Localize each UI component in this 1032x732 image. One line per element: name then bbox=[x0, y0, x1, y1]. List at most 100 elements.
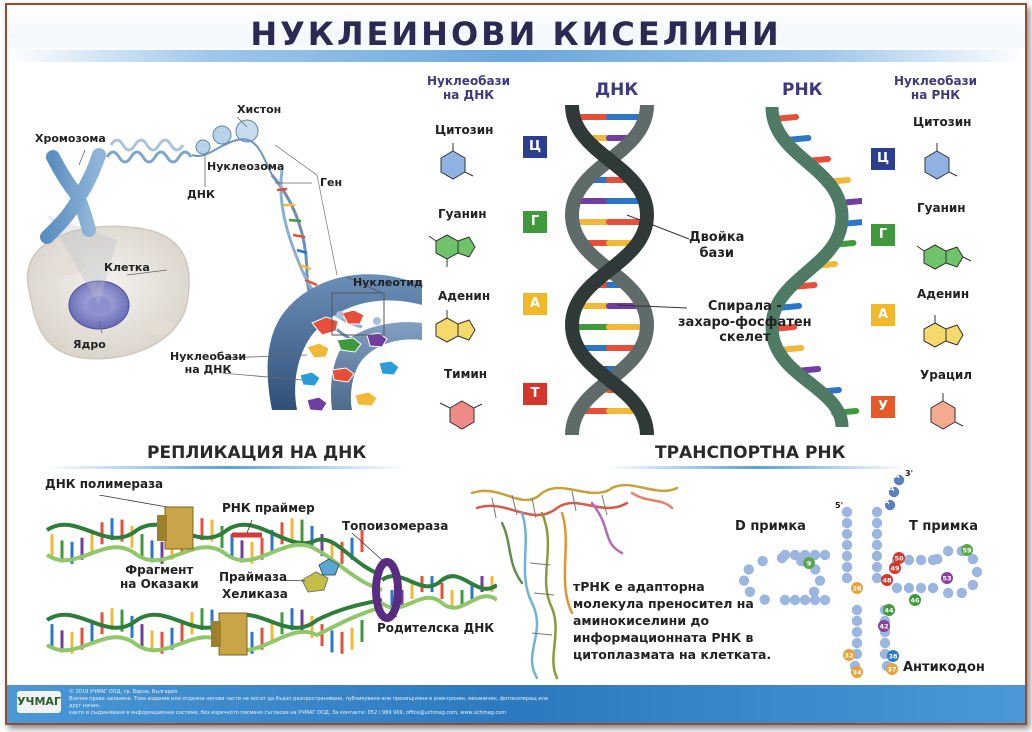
label-okazaki: Фрагмент на Оказаки bbox=[120, 563, 199, 592]
adenine-structure-dna bbox=[435, 310, 476, 343]
trna-nucleotide-bead bbox=[789, 594, 801, 606]
replication-title-line bbox=[47, 466, 407, 469]
label-dna-helix: ДНК bbox=[595, 80, 639, 100]
trna-acc-c1: Ц bbox=[883, 497, 890, 505]
label-histone: Хистон bbox=[237, 103, 282, 116]
trna-acc-c2: Ц bbox=[888, 484, 895, 492]
label-t-loop: Т примка bbox=[909, 519, 979, 534]
label-parent-dna: Родителска ДНК bbox=[377, 621, 495, 635]
label-gene: Ген bbox=[320, 176, 343, 189]
trna-nucleotide-bead bbox=[871, 561, 883, 573]
rna-strand bbox=[765, 106, 849, 427]
trna-numbered-bead bbox=[941, 572, 953, 584]
dna-base-name-guanine: Гуанин bbox=[438, 207, 487, 221]
trna-bead-number: 46 bbox=[910, 597, 920, 605]
trna-nucleotide-bead bbox=[779, 594, 791, 606]
dna-base-name-adenine: Аденин bbox=[438, 289, 491, 303]
trna-title-line bbox=[607, 466, 907, 469]
base-structures bbox=[428, 143, 972, 430]
rna-single-strand bbox=[765, 106, 862, 427]
trna-nucleotide-bead bbox=[967, 579, 978, 591]
dna-double-helix bbox=[564, 104, 655, 435]
label-dna: ДНК bbox=[187, 188, 215, 201]
label-nucleus: Ядро bbox=[73, 338, 106, 351]
chromosome-icon bbox=[40, 148, 106, 244]
trna-nucleotide-bead bbox=[757, 555, 768, 567]
trna-nucleotide-bead bbox=[851, 604, 863, 616]
trna-nucleotide-bead bbox=[789, 549, 801, 561]
chromatin-illustration bbox=[26, 116, 422, 412]
trna-3d-model bbox=[470, 483, 679, 680]
cytosine-structure-rna bbox=[924, 143, 958, 180]
trna-nucleotide-bead bbox=[884, 499, 896, 511]
trna-numbered-bead bbox=[886, 663, 898, 675]
trna-nucleotide-bead bbox=[915, 554, 927, 566]
trna-numbered-bead bbox=[851, 666, 863, 678]
trna-bead-number: 59 bbox=[962, 547, 972, 555]
trna-nucleotide-bead bbox=[744, 586, 756, 597]
trna-nucleotide-bead bbox=[956, 587, 967, 599]
label-backbone: Спирала - захаро-фосфатен скелет bbox=[678, 299, 812, 346]
adenine-structure-rna bbox=[923, 315, 964, 348]
trna-nucleotide-bead bbox=[879, 637, 891, 649]
trna-nucleotide-bead bbox=[851, 626, 863, 638]
trna-bead-number: 38 bbox=[888, 653, 898, 661]
trna-acc-a: А bbox=[894, 472, 900, 480]
trna-bead-number: 42 bbox=[879, 623, 888, 631]
trna-nucleotide-bead bbox=[943, 545, 954, 557]
rna-badge-g: Г bbox=[871, 224, 895, 246]
trna-five-prime: 5' bbox=[835, 501, 843, 510]
trna-nucleotide-bead bbox=[841, 572, 853, 584]
trna-nucleotide-bead bbox=[841, 550, 853, 562]
trna-nucleotide-bead bbox=[841, 561, 853, 573]
trna-nucleotide-bead bbox=[927, 554, 939, 566]
rna-base-name-cytosine: Цитозин bbox=[913, 115, 972, 129]
dna-badge-t: Т bbox=[523, 383, 547, 405]
trna-bead-number: 48 bbox=[882, 577, 892, 585]
label-anticodon: Антикодон bbox=[903, 660, 985, 675]
dna-base-name-cytosine: Цитозин bbox=[435, 123, 494, 137]
label-d-loop: D примка bbox=[735, 519, 806, 534]
label-rna-helix: РНК bbox=[782, 80, 823, 100]
trna-title: ТРАНСПОРТНА РНК bbox=[655, 443, 846, 463]
label-rna-primer: РНК праймер bbox=[222, 501, 315, 515]
helicase-primase bbox=[301, 558, 340, 593]
dna-strand-front bbox=[564, 104, 655, 435]
trna-numbered-bead bbox=[883, 604, 895, 616]
trna-nucleotide-bead bbox=[808, 586, 820, 597]
nucleosome-beads bbox=[191, 119, 273, 176]
trna-nucleotide-bead bbox=[841, 517, 853, 529]
trna-nucleotide-bead bbox=[871, 539, 883, 551]
trna-nucleotide-bead bbox=[814, 575, 826, 586]
label-base-pairs: Двойка бази bbox=[689, 230, 745, 261]
rna-bases-header: Нуклеобази на РНК bbox=[894, 74, 978, 103]
trna-bead-number: 34 bbox=[852, 669, 862, 677]
trna-nucleotide-bead bbox=[799, 594, 811, 606]
label-primase: Праймаза bbox=[219, 570, 288, 584]
trna-nucleotide-bead bbox=[841, 506, 853, 518]
trna-bead-number: 32 bbox=[844, 652, 853, 660]
title-stripe bbox=[7, 50, 1025, 62]
trna-numbered-bead bbox=[893, 552, 905, 564]
trna-numbered-bead bbox=[887, 650, 899, 662]
trna-numbered-bead bbox=[881, 574, 893, 586]
repl-parent-strand-b bbox=[380, 594, 497, 610]
uracil-structure-rna bbox=[930, 393, 964, 430]
replication-illustration bbox=[45, 495, 497, 656]
publisher-logo: УЧМАГ bbox=[17, 691, 61, 713]
trna-bead-number: 49 bbox=[890, 565, 900, 573]
trna-bead-number: 53 bbox=[942, 575, 951, 583]
trna-numbered-bead bbox=[889, 562, 901, 574]
repl-top-strand-b bbox=[45, 542, 383, 592]
helix-leader-lines bbox=[616, 214, 690, 309]
trna-numbered-bead bbox=[878, 620, 890, 632]
trna-nucleotide-bead bbox=[759, 594, 770, 605]
footer-bar: УЧМАГ © 2019 УЧМАГ ООД, гр. Варна, Бълга… bbox=[7, 685, 1025, 723]
dna-base-name-thymine: Тимин bbox=[444, 367, 488, 381]
repl-top-strand-a bbox=[45, 522, 383, 577]
trna-nucleotide-bead bbox=[809, 549, 821, 561]
label-helicase: Хеликаза bbox=[222, 587, 288, 601]
guanine-structure-rna bbox=[916, 244, 972, 270]
label-cell: Клетка bbox=[104, 261, 150, 274]
trna-nucleotide-bead bbox=[851, 637, 863, 649]
